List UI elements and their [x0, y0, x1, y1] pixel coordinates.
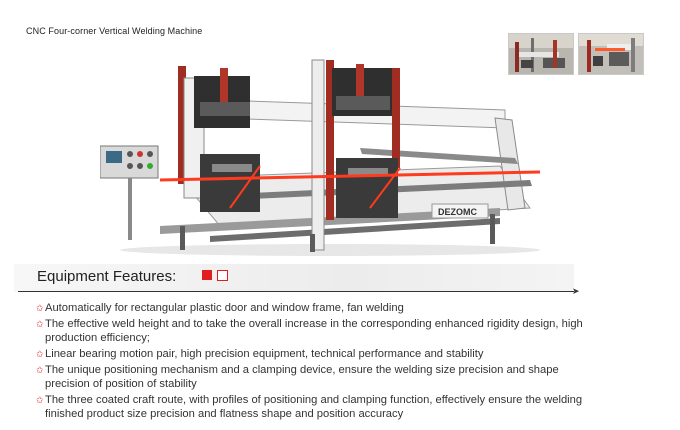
red-outline-square-icon — [217, 270, 228, 281]
page-title: CNC Four-corner Vertical Welding Machine — [26, 26, 203, 36]
feature-text: Linear bearing motion pair, high precisi… — [45, 348, 484, 360]
star-icon: ✩ — [36, 395, 44, 405]
feature-item: ✩ The effective weld height and to take … — [36, 317, 596, 345]
feature-item: ✩ The three coated craft route, with pro… — [36, 393, 596, 421]
red-square-icon — [202, 270, 212, 280]
feature-text: The unique positioning mechanism and a c… — [45, 364, 559, 390]
feature-list: ✩ Automatically for rectangular plastic … — [36, 301, 596, 423]
thumbnail-photo-2[interactable] — [578, 33, 644, 75]
arrow-right-icon: ➤ — [572, 286, 580, 296]
feature-text: Automatically for rectangular plastic do… — [45, 302, 404, 314]
feature-text: The effective weld height and to take th… — [45, 318, 583, 344]
machine-brand-label: DEZOMC — [438, 207, 477, 217]
star-icon: ✩ — [36, 365, 44, 375]
section-header-band — [14, 264, 574, 292]
feature-text: The three coated craft route, with profi… — [45, 394, 583, 420]
section-title: Equipment Features: — [37, 268, 177, 285]
feature-item: ✩ The unique positioning mechanism and a… — [36, 363, 596, 391]
feature-item: ✩ Automatically for rectangular plastic … — [36, 301, 596, 315]
thumbnail-photo-1[interactable] — [508, 33, 574, 75]
star-icon: ✩ — [36, 303, 44, 313]
divider-line — [18, 291, 574, 292]
star-icon: ✩ — [36, 349, 44, 359]
feature-item: ✩ Linear bearing motion pair, high preci… — [36, 347, 596, 361]
machine-photo: DEZOMC — [99, 58, 560, 258]
star-icon: ✩ — [36, 319, 44, 329]
